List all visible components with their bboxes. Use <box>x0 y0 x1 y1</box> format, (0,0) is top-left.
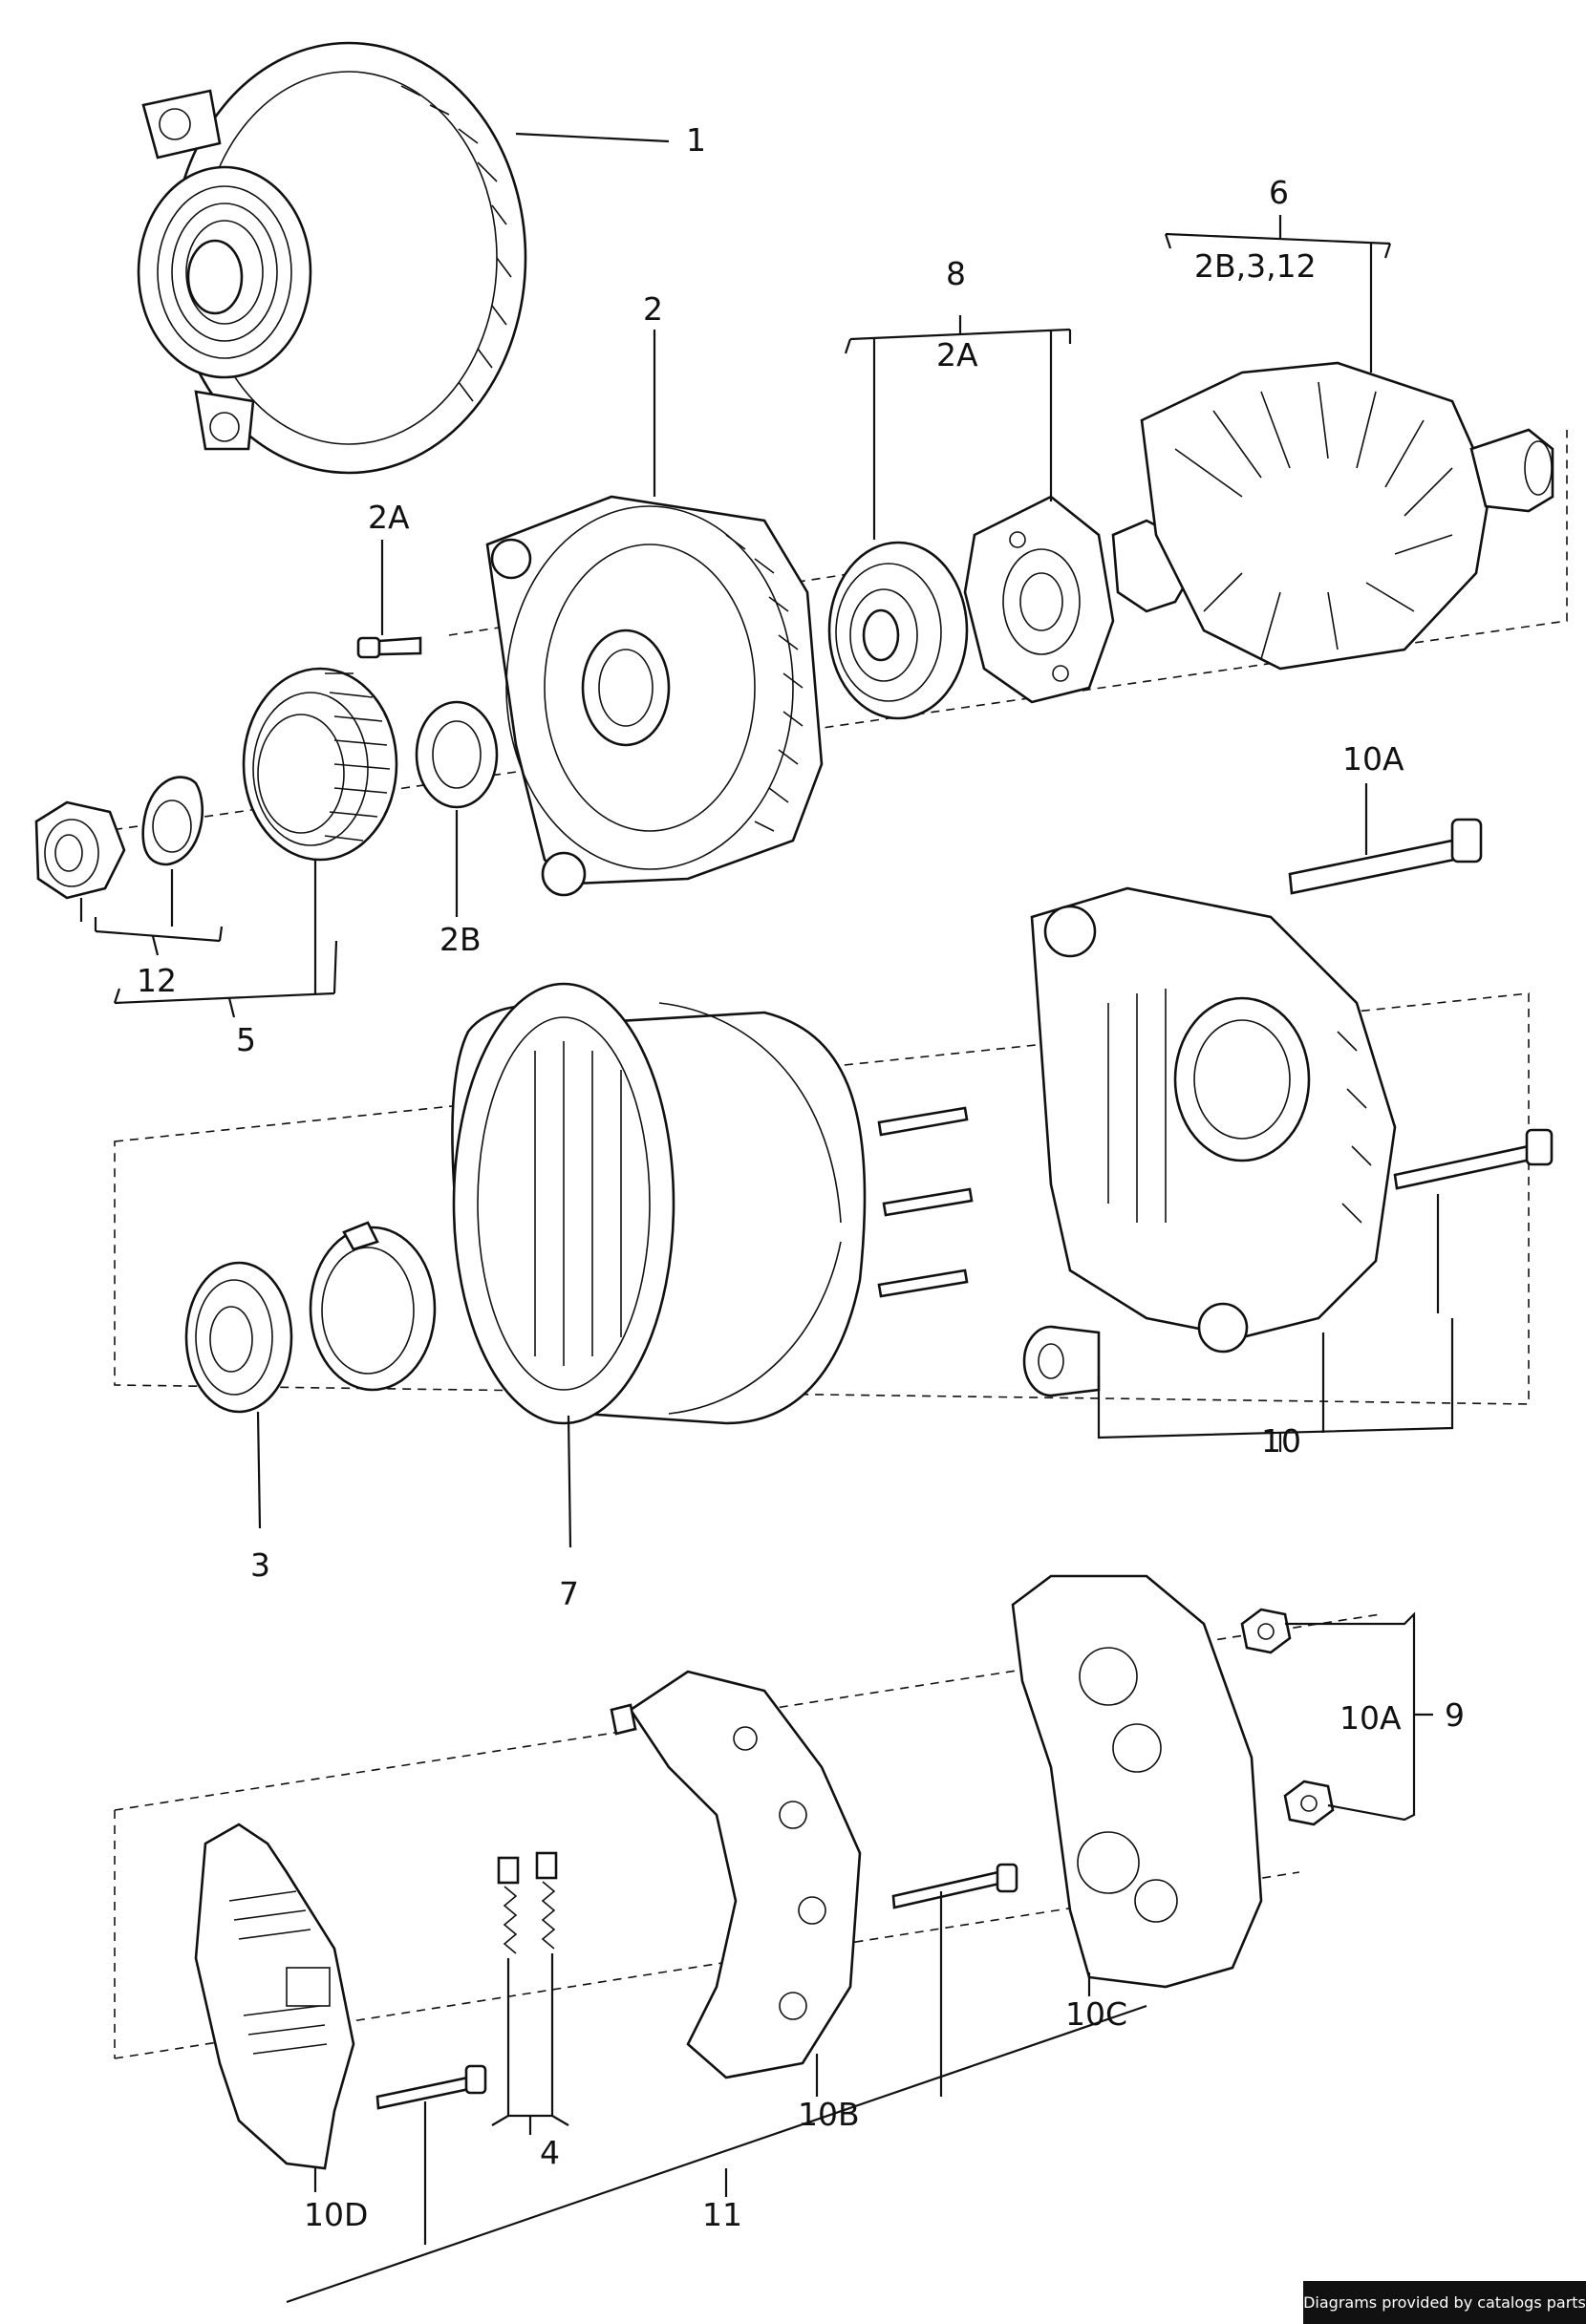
bearing-clamp-ring <box>309 1221 437 1392</box>
washer <box>141 776 204 866</box>
label-5: 5 <box>236 1021 256 1058</box>
label-7: 7 <box>559 1575 579 1612</box>
rotor <box>1111 361 1554 671</box>
end-cover <box>1011 1574 1263 1989</box>
label-2a-upper: 2A <box>368 499 410 536</box>
label-10: 10 <box>1261 1422 1301 1460</box>
label-6: 6 <box>1269 174 1289 211</box>
pin-10d <box>375 2064 487 2110</box>
hex-nut-upper <box>1240 1608 1292 1654</box>
label-6-sub: 2B,3,12 <box>1194 247 1317 285</box>
label-1: 1 <box>686 121 706 159</box>
label-2: 2 <box>643 290 663 328</box>
slip-ring-end-bracket <box>1030 886 1397 1354</box>
label-12: 12 <box>137 962 177 999</box>
label-10d: 10D <box>304 2196 368 2233</box>
voltage-regulator-10d <box>194 1823 355 2170</box>
part-labels: 1 2 2A 8 2A 6 2B,3,12 10A 2B 12 5 3 7 10… <box>137 121 1465 2233</box>
spacer-ring-2b <box>415 700 499 809</box>
drive-end-bracket <box>485 495 824 897</box>
bolt-10a-upper <box>1288 818 1483 895</box>
hex-nut <box>34 800 126 900</box>
label-3: 3 <box>250 1546 270 1584</box>
sleeve <box>1022 1325 1101 1397</box>
screw-2a <box>356 636 422 659</box>
label-2a-sub: 2A <box>936 336 978 373</box>
hex-nut-lower <box>1283 1780 1335 1826</box>
pin-10b <box>891 1863 1018 1909</box>
label-9: 9 <box>1445 1696 1465 1734</box>
bearing-retainer-plate <box>963 495 1115 704</box>
alternator-assembly <box>137 41 527 475</box>
stator <box>451 982 974 1425</box>
label-2b: 2B <box>439 921 482 958</box>
leader-lines <box>79 132 1454 2304</box>
label-10c: 10C <box>1065 1995 1127 2033</box>
ball-bearing-3 <box>184 1261 293 1414</box>
label-10a-upper: 10A <box>1342 740 1404 778</box>
label-4: 4 <box>540 2134 560 2171</box>
carbon-brushes <box>497 1851 558 1954</box>
pulley <box>242 667 398 862</box>
label-10b: 10B <box>798 2096 860 2133</box>
bolt-10a-middle <box>1393 1128 1554 1190</box>
rectifier-10b <box>610 1670 862 2079</box>
label-10a-lower: 10A <box>1340 1699 1402 1737</box>
label-8: 8 <box>946 255 966 292</box>
credit-banner: Diagrams provided by catalogs parts <box>1303 2281 1586 2324</box>
ball-bearing-8 <box>827 541 969 720</box>
label-11: 11 <box>702 2196 742 2233</box>
